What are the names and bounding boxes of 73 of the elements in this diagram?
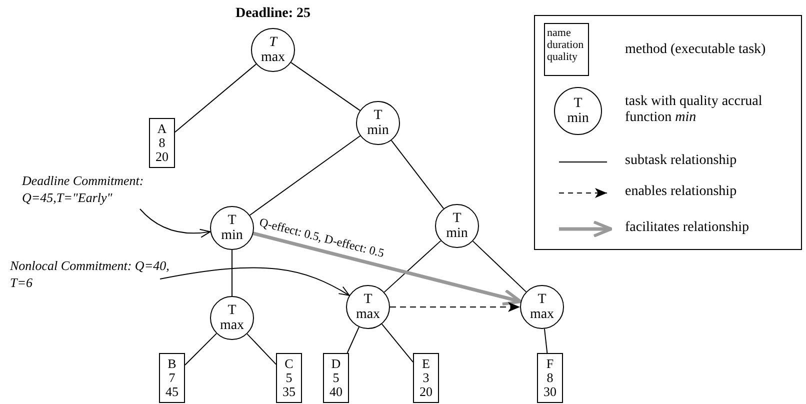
subtask-line <box>472 240 527 292</box>
legend-text: method (executable task) <box>625 42 766 58</box>
deadline-label: Deadline: 25 <box>235 6 311 22</box>
task-symbol: T <box>269 35 277 50</box>
accrual-function: min <box>367 123 389 138</box>
task-circle <box>356 101 400 145</box>
accrual-function: max <box>220 318 244 333</box>
legend-text: facilitates relationship <box>625 220 750 236</box>
accrual-function: min <box>446 226 468 241</box>
method-box <box>537 353 563 403</box>
subtask-line <box>384 240 442 293</box>
accrual-function: max <box>356 307 380 322</box>
sample-text: T <box>574 96 582 111</box>
task-symbol: T <box>228 303 236 318</box>
task-symbol: T <box>538 292 546 307</box>
quality-value: 45 <box>166 385 178 399</box>
method-box <box>413 353 439 403</box>
legend-text: subtask relationship <box>625 153 737 169</box>
legend-text: enables relationship <box>625 184 737 200</box>
subtask-line <box>346 326 360 354</box>
task-symbol: T <box>364 292 372 307</box>
method-name: D <box>331 357 341 371</box>
accrual-function: max <box>530 307 554 322</box>
method-name: E <box>422 357 430 371</box>
quality-value: 20 <box>156 150 168 164</box>
subtask-line <box>184 333 217 366</box>
accrual-function: min <box>221 228 243 243</box>
sample-text: duration <box>547 39 585 51</box>
leader-arrow <box>140 208 211 238</box>
task-circle <box>520 285 564 329</box>
subtask-line <box>174 64 257 133</box>
subtask-line <box>249 135 361 216</box>
quality-value: 35 <box>282 385 296 399</box>
task-circle <box>346 285 390 329</box>
task-symbol: T <box>452 211 462 226</box>
sample-text: quality <box>547 51 579 63</box>
task-circle <box>435 204 479 248</box>
duration-value: 8 <box>158 136 166 150</box>
subtask-line <box>390 140 444 210</box>
subtask-line <box>544 328 548 354</box>
task-symbol: T <box>228 213 236 228</box>
method-name: A <box>157 122 167 136</box>
legend-text: task with quality accrual function min <box>625 94 764 126</box>
task-circle <box>210 296 254 340</box>
quality-value: 30 <box>544 385 556 399</box>
edge-label: Q-effect: 0.5, D-effect: 0.5 <box>258 214 386 260</box>
method-name: F <box>546 357 554 371</box>
duration-value: 3 <box>422 371 430 385</box>
enables-arrow <box>390 302 520 312</box>
accrual-function: max <box>260 50 286 65</box>
quality-value: 20 <box>420 385 432 399</box>
task-circle <box>210 206 254 250</box>
method-name: B <box>168 357 176 371</box>
duration-value: 5 <box>286 371 292 385</box>
sample-text: min <box>567 111 589 126</box>
method-name: C <box>284 357 294 371</box>
method-box <box>276 353 302 403</box>
duration-value: 8 <box>546 371 554 385</box>
subtask-line <box>381 324 414 363</box>
leader-arrow <box>160 267 350 296</box>
method-box <box>149 118 175 168</box>
sample-text: name <box>547 27 572 39</box>
task-symbol: T <box>374 108 382 123</box>
duration-value: 5 <box>332 371 340 385</box>
facilitates-arrow <box>252 232 522 306</box>
note-text: Nonlocal Commitment: Q=40, T=6 <box>10 257 170 291</box>
method-box <box>323 353 349 403</box>
method-box <box>159 353 185 403</box>
duration-value: 7 <box>168 371 176 385</box>
task-circle <box>251 28 295 72</box>
subtask-line <box>290 62 360 111</box>
subtask-line <box>246 333 276 365</box>
quality-value: 40 <box>330 385 342 399</box>
